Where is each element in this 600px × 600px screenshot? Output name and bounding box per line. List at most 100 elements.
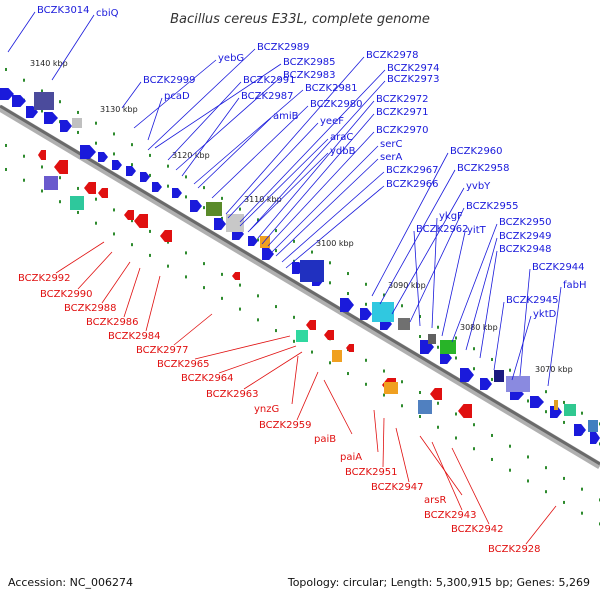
gene-label-top[interactable]: BCZK2980 — [310, 99, 363, 110]
gene-label-top[interactable]: ydbB — [330, 146, 356, 157]
gene-label-top[interactable]: serC — [380, 139, 402, 150]
gene-label-top[interactable]: BCZK2991 — [243, 75, 296, 86]
gene-label-top[interactable]: BCZK2971 — [376, 107, 429, 118]
gene-label-bottom[interactable]: arsR — [424, 495, 446, 506]
gene-label-top[interactable]: BCZK2966 — [386, 179, 439, 190]
gene-label-bottom[interactable]: BCZK2965 — [157, 359, 210, 370]
gene-arrow[interactable] — [574, 424, 586, 436]
gene-label-bottom[interactable]: BCZK2959 — [259, 420, 312, 431]
gene-label-top[interactable]: BCZK2950 — [499, 217, 552, 228]
gene-label-top[interactable]: BCZK2962 — [416, 224, 469, 235]
gene-label-bottom[interactable]: ynzG — [254, 404, 279, 415]
gene-arrow[interactable] — [84, 182, 96, 194]
gene-label-top[interactable]: BCZK2949 — [499, 231, 552, 242]
gene-label-top[interactable]: ykgF — [439, 211, 463, 222]
gene-arrow[interactable] — [460, 368, 474, 382]
gene-arrow[interactable] — [60, 120, 72, 132]
gene-block[interactable] — [398, 318, 410, 330]
gene-arrow[interactable] — [360, 308, 372, 320]
gene-block[interactable] — [72, 118, 82, 128]
gene-block[interactable] — [206, 202, 222, 216]
gene-arrow[interactable] — [54, 160, 68, 174]
gene-block[interactable] — [564, 404, 576, 416]
gene-label-top[interactable]: yeeF — [320, 116, 344, 127]
gene-arrow[interactable] — [458, 404, 472, 418]
gene-block[interactable] — [384, 382, 398, 394]
gene-arrow[interactable] — [214, 218, 226, 230]
gene-block[interactable] — [440, 340, 456, 354]
gene-arrow[interactable] — [0, 88, 14, 100]
gene-block[interactable] — [296, 330, 308, 342]
gene-label-bottom[interactable]: BCZK2977 — [136, 345, 189, 356]
gene-label-bottom[interactable]: BCZK2928 — [488, 544, 541, 555]
gene-label-top[interactable]: BCZK2981 — [305, 83, 358, 94]
gene-block[interactable] — [260, 236, 270, 248]
gene-arrow[interactable] — [306, 320, 316, 330]
gene-label-bottom[interactable]: BCZK2990 — [40, 289, 93, 300]
gene-label-bottom[interactable]: paiA — [340, 452, 362, 463]
gene-arrow[interactable] — [346, 344, 354, 352]
gene-label-bottom[interactable]: paiB — [314, 434, 336, 445]
gene-label-top[interactable]: BCZK2987 — [241, 91, 294, 102]
gene-label-top[interactable]: yktD — [533, 309, 557, 320]
gene-label-top[interactable]: BCZK2974 — [387, 63, 440, 74]
gene-arrow[interactable] — [124, 210, 134, 220]
gene-label-top[interactable]: BCZK2948 — [499, 244, 552, 255]
gene-arrow[interactable] — [262, 248, 274, 260]
gene-label-top[interactable]: BCZK2970 — [376, 125, 429, 136]
gene-block[interactable] — [332, 350, 342, 362]
gene-label-top[interactable]: BCZK2973 — [387, 74, 440, 85]
gene-block[interactable] — [34, 92, 54, 110]
gene-arrow[interactable] — [140, 172, 150, 182]
gene-label-bottom[interactable]: BCZK2947 — [371, 482, 424, 493]
gene-arrow[interactable] — [248, 236, 258, 246]
gene-block[interactable] — [300, 260, 324, 282]
gene-label-top[interactable]: BCZK2945 — [506, 295, 559, 306]
gene-label-bottom[interactable]: BCZK2992 — [18, 273, 71, 284]
gene-label-top[interactable]: BCZK3014 — [37, 5, 90, 16]
gene-arrow[interactable] — [340, 298, 354, 312]
gene-arrow[interactable] — [98, 152, 108, 162]
gene-arrow[interactable] — [172, 188, 182, 198]
gene-label-top[interactable]: pcaD — [164, 91, 190, 102]
gene-arrow[interactable] — [480, 378, 492, 390]
gene-arrow[interactable] — [12, 95, 26, 107]
gene-label-top[interactable]: fabH — [563, 280, 587, 291]
gene-label-top[interactable]: BCZK2989 — [257, 42, 310, 53]
gene-arrow[interactable] — [324, 330, 334, 340]
gene-block[interactable] — [588, 420, 598, 432]
gene-label-top[interactable]: BCZK2999 — [143, 75, 196, 86]
gene-block[interactable] — [226, 214, 244, 232]
gene-label-top[interactable]: BCZK2944 — [532, 262, 585, 273]
gene-arrow[interactable] — [152, 182, 162, 192]
gene-label-top[interactable]: yebG — [218, 53, 244, 64]
gene-label-top[interactable]: yvbY — [466, 181, 491, 192]
gene-label-bottom[interactable]: BCZK2988 — [64, 303, 117, 314]
gene-label-top[interactable]: BCZK2978 — [366, 50, 419, 61]
gene-block[interactable] — [494, 370, 504, 382]
gene-label-top[interactable]: araC — [330, 132, 353, 143]
gene-block[interactable] — [428, 334, 436, 344]
gene-arrow[interactable] — [98, 188, 108, 198]
gene-label-top[interactable]: yitT — [467, 225, 487, 236]
gene-arrow[interactable] — [440, 352, 452, 364]
gene-arrow[interactable] — [80, 145, 96, 159]
gene-block[interactable] — [418, 400, 432, 414]
gene-arrow[interactable] — [530, 396, 544, 408]
gene-label-top[interactable]: BCZK2955 — [466, 201, 519, 212]
gene-arrow[interactable] — [430, 388, 442, 400]
gene-label-bottom[interactable]: BCZK2951 — [345, 467, 398, 478]
gene-block[interactable] — [70, 196, 84, 210]
gene-label-top[interactable]: BCZK2983 — [283, 70, 336, 81]
gene-arrow[interactable] — [38, 150, 46, 160]
gene-arrow[interactable] — [190, 200, 202, 212]
gene-arrow[interactable] — [126, 166, 136, 176]
gene-label-bottom[interactable]: BCZK2963 — [206, 389, 259, 400]
gene-label-top[interactable]: BCZK2958 — [457, 163, 510, 174]
gene-label-top[interactable]: cbiQ — [96, 8, 119, 19]
gene-label-top[interactable]: BCZK2967 — [386, 165, 439, 176]
gene-arrow[interactable] — [160, 230, 172, 242]
gene-arrow[interactable] — [590, 432, 600, 444]
gene-block[interactable] — [554, 400, 558, 410]
gene-arrow[interactable] — [134, 214, 148, 228]
